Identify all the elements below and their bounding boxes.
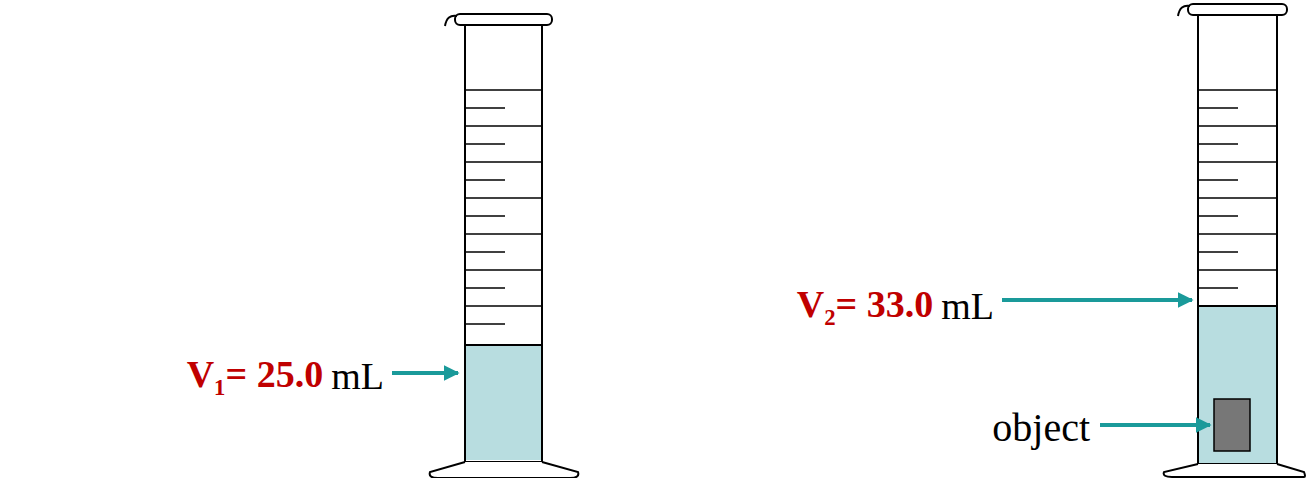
object-block [1214,399,1250,451]
graduated-cylinder [430,14,579,478]
object-label: object [992,408,1090,448]
graduation-marks [465,90,542,324]
liquid [1198,306,1277,464]
graduation-marks [1198,90,1277,288]
pointer-arrow [1100,423,1210,427]
pointer-arrow [1002,298,1192,302]
graduated-cylinder [1164,4,1305,477]
pointer-arrow [392,371,458,375]
liquid [465,345,542,460]
unit-label: mL [331,357,384,395]
volume-reading: V₁= 25.0 [187,355,324,393]
volume-reading: V₂= 33.0 [797,285,934,323]
unit-label: mL [941,287,994,325]
